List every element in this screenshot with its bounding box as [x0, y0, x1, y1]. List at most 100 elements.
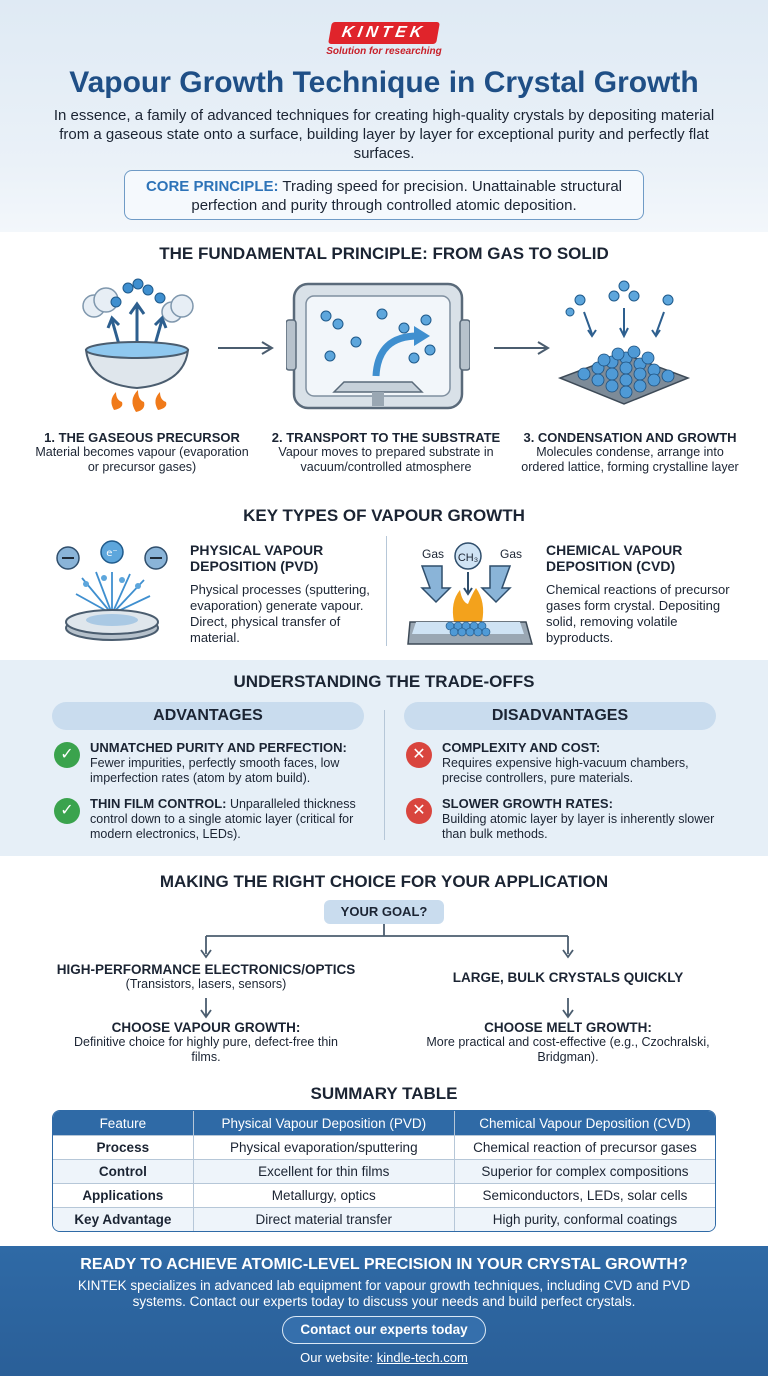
cvd-reaction-icon: Gas Gas CH₃	[407, 542, 533, 645]
vacuum-chamber-icon	[286, 282, 470, 410]
cross-icon: ✕	[406, 798, 432, 824]
table-header-cell: Feature	[53, 1111, 193, 1135]
cross-icon: ✕	[406, 742, 432, 768]
pvd-sputter-icon: e⁻	[56, 540, 168, 641]
left-goal: HIGH-PERFORMANCE ELECTRONICS/OPTICS (Tra…	[44, 962, 368, 992]
table-cell: Metallurgy, optics	[192, 1183, 454, 1207]
step-1-text: Material becomes vapour (evaporation or …	[35, 445, 249, 474]
right-goal: LARGE, BULK CRYSTALS QUICKLY	[424, 970, 712, 985]
table-row: Control Excellent for thin films Superio…	[53, 1159, 715, 1183]
table-cell: Process	[53, 1135, 193, 1159]
table-cell: Semiconductors, LEDs, solar cells	[453, 1183, 715, 1207]
table-header-cell: Chemical Vapour Deposition (CVD)	[453, 1111, 715, 1135]
advantages-pill: ADVANTAGES	[52, 702, 364, 730]
advantage-2-head: THIN FILM CONTROL:	[90, 796, 227, 811]
right-choice: CHOOSE MELT GROWTH: More practical and c…	[424, 1020, 712, 1065]
decision-branch-icon	[200, 924, 574, 959]
table-row: Key Advantage Direct material transfer H…	[53, 1207, 715, 1231]
footer-headline: READY TO ACHIEVE ATOMIC-LEVEL PRECISION …	[80, 1256, 688, 1273]
pvd-title: PHYSICAL VAPOUR DEPOSITION (PVD)	[190, 542, 324, 574]
table-cell: Physical evaporation/sputtering	[192, 1135, 454, 1159]
website-label: Our website:	[300, 1350, 377, 1365]
summary-table: Feature Physical Vapour Deposition (PVD)…	[52, 1110, 716, 1232]
table-cell: Direct material transfer	[192, 1207, 454, 1231]
table-cell: Superior for complex compositions	[453, 1159, 715, 1183]
step-2-text: Vapour moves to prepared substrate in va…	[278, 445, 494, 474]
boiling-bowl-icon	[82, 278, 194, 412]
left-choice-head: CHOOSE VAPOUR GROWTH:	[111, 1020, 301, 1035]
table-cell: Chemical reaction of precursor gases	[453, 1135, 715, 1159]
table-cell: Excellent for thin films	[192, 1159, 454, 1183]
electron-label: e⁻	[106, 548, 117, 559]
step-3-head: 3. CONDENSATION AND GROWTH	[523, 430, 737, 445]
check-icon: ✓	[54, 798, 80, 824]
core-principle-box: CORE PRINCIPLE: Trading speed for precis…	[124, 170, 644, 220]
advantage-1: UNMATCHED PURITY AND PERFECTION: Fewer i…	[90, 740, 374, 786]
summary-title: SUMMARY TABLE	[310, 1084, 458, 1103]
table-header-cell: Physical Vapour Deposition (PVD)	[192, 1111, 454, 1135]
flow-arrow-icon	[218, 341, 274, 355]
step-3-text: Molecules condense, arrange into ordered…	[521, 445, 739, 474]
types-divider	[386, 536, 387, 646]
cvd-molecule-label: CH₃	[458, 552, 478, 564]
table-row: Applications Metallurgy, optics Semicond…	[53, 1183, 715, 1207]
step-2: 2. TRANSPORT TO THE SUBSTRATE Vapour mov…	[268, 430, 504, 475]
footer-text: KINTEK specializes in advanced lab equip…	[77, 1278, 691, 1309]
check-icon: ✓	[54, 742, 80, 768]
cvd-gas-left-label: Gas	[422, 547, 444, 561]
brand-logo: KINTEK Solution for researching	[314, 22, 454, 62]
left-choice: CHOOSE VAPOUR GROWTH: Definitive choice …	[60, 1020, 352, 1065]
brand-tagline: Solution for researching	[326, 46, 442, 57]
cvd-gas-right-label: Gas	[500, 547, 522, 561]
step-3: 3. CONDENSATION AND GROWTH Molecules con…	[516, 430, 744, 475]
left-goal-head: HIGH-PERFORMANCE ELECTRONICS/OPTICS	[56, 962, 356, 977]
contact-experts-button[interactable]: Contact our experts today	[282, 1316, 486, 1344]
down-arrow-icon	[200, 998, 212, 1019]
crystal-lattice-icon	[557, 280, 691, 405]
left-goal-sub: (Transistors, lasers, sensors)	[125, 977, 287, 991]
table-row: Process Physical evaporation/sputtering …	[53, 1135, 715, 1159]
disadvantage-2-head: SLOWER GROWTH RATES:	[442, 796, 613, 811]
tradeoffs-title: UNDERSTANDING THE TRADE-OFFS	[233, 672, 535, 691]
core-principle-text: Trading speed for precision. Unattainabl…	[191, 178, 623, 214]
website-line: Our website: kindle-tech.com	[0, 1350, 768, 1365]
website-link[interactable]: kindle-tech.com	[376, 1350, 468, 1365]
disadvantage-2-text: Building atomic layer by layer is inhere…	[442, 812, 715, 841]
right-choice-desc: More practical and cost-effective (e.g.,…	[426, 1035, 710, 1064]
cvd-desc: Chemical reactions of precursor gases fo…	[546, 582, 730, 645]
right-choice-head: CHOOSE MELT GROWTH:	[484, 1020, 652, 1035]
table-cell: High purity, conformal coatings	[453, 1207, 715, 1231]
table-header-row: Feature Physical Vapour Deposition (PVD)…	[53, 1111, 715, 1135]
advantage-2-text: Unparalleled thickness control down to a…	[90, 797, 356, 841]
down-arrow-icon	[562, 998, 574, 1019]
step-1-head: 1. THE GASEOUS PRECURSOR	[44, 430, 240, 445]
advantage-1-head: UNMATCHED PURITY AND PERFECTION:	[90, 740, 347, 755]
pvd-desc: Physical processes (sputtering, evaporat…	[190, 582, 370, 645]
cvd-title: CHEMICAL VAPOUR DEPOSITION (CVD)	[546, 542, 683, 574]
flow-arrow-icon	[494, 341, 550, 355]
core-principle-label: CORE PRINCIPLE:	[145, 178, 279, 195]
table-cell: Control	[53, 1159, 193, 1183]
tradeoffs-divider	[384, 710, 385, 840]
left-choice-desc: Definitive choice for highly pure, defec…	[73, 1035, 339, 1064]
table-cell: Applications	[53, 1183, 193, 1207]
fundamental-title: THE FUNDAMENTAL PRINCIPLE: FROM GAS TO S…	[159, 244, 609, 263]
disadvantage-2: SLOWER GROWTH RATES: Building atomic lay…	[442, 796, 732, 842]
intro-text: In essence, a family of advanced techniq…	[53, 107, 715, 162]
footer-cta-section: READY TO ACHIEVE ATOMIC-LEVEL PRECISION …	[0, 1246, 768, 1376]
goal-box: YOUR GOAL?	[324, 900, 444, 924]
step-2-head: 2. TRANSPORT TO THE SUBSTRATE	[271, 430, 501, 445]
disadvantage-1: COMPLEXITY AND COST: Requires expensive …	[442, 740, 732, 786]
disadvantages-pill: DISADVANTAGES	[404, 702, 716, 730]
right-goal-head: LARGE, BULK CRYSTALS QUICKLY	[452, 970, 684, 985]
table-cell: Key Advantage	[53, 1207, 193, 1231]
disadvantage-1-head: COMPLEXITY AND COST:	[442, 740, 601, 755]
step-1: 1. THE GASEOUS PRECURSOR Material become…	[32, 430, 252, 475]
advantage-1-text: Fewer impurities, perfectly smooth faces…	[90, 756, 340, 785]
page-title: Vapour Growth Technique in Crystal Growt…	[69, 66, 699, 99]
choice-title: MAKING THE RIGHT CHOICE FOR YOUR APPLICA…	[159, 872, 609, 891]
brand-logo-name: KINTEK	[328, 22, 440, 44]
advantage-2: THIN FILM CONTROL: Unparalleled thicknes…	[90, 796, 374, 842]
types-title: KEY TYPES OF VAPOUR GROWTH	[243, 506, 525, 525]
